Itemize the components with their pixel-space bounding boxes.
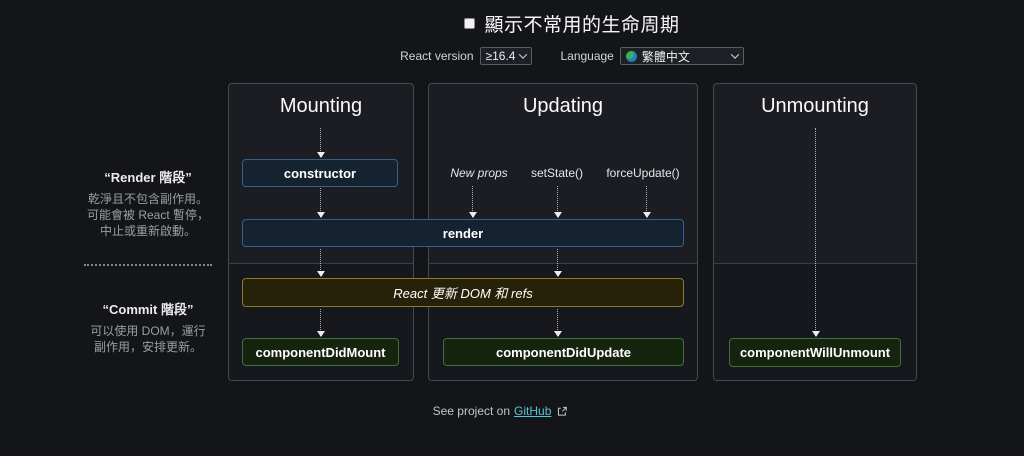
chevron-down-icon bbox=[730, 50, 740, 59]
commit-phase-label: “Commit 階段” 可以使用 DOM，運行 副作用，安排更新。 bbox=[64, 299, 232, 355]
arrow-down bbox=[811, 128, 820, 337]
arrow-down bbox=[553, 309, 562, 337]
toggle-label: 顯示不常用的生命周期 bbox=[484, 15, 680, 36]
arrow-down bbox=[316, 188, 325, 218]
arrow-down bbox=[316, 128, 325, 158]
footer-text: See project on bbox=[432, 404, 511, 418]
commit-phase-desc-line: 可以使用 DOM，運行 bbox=[90, 324, 206, 338]
arrow-down bbox=[316, 249, 325, 277]
component-will-unmount-box[interactable]: componentWillUnmount bbox=[729, 338, 901, 367]
commit-phase-title: “Commit 階段” bbox=[102, 302, 194, 317]
render-phase-desc-line: 中止或重新啟動。 bbox=[99, 224, 196, 238]
controls-row: React version ≥16.4 Language 繁體中文 bbox=[400, 47, 744, 65]
component-did-update-box[interactable]: componentDidUpdate bbox=[443, 338, 684, 366]
arrow-down bbox=[553, 249, 562, 277]
render-phase-label: “Render 階段” 乾淨且不包含副作用。 可能會被 React 暫停， 中止… bbox=[64, 167, 232, 239]
column-title-updating: Updating bbox=[522, 95, 604, 117]
globe-icon bbox=[625, 50, 637, 62]
language-value: 繁體中文 bbox=[641, 49, 690, 64]
render-phase-desc-line: 可能會被 React 暫停， bbox=[86, 208, 210, 222]
render-box[interactable]: render bbox=[242, 219, 684, 247]
phase-labels: “Render 階段” 乾淨且不包含副作用。 可能會被 React 暫停， 中止… bbox=[64, 167, 232, 355]
topbar: 顯示不常用的生命周期 React version ≥16.4 Language … bbox=[228, 10, 916, 65]
arrow-down bbox=[316, 309, 325, 337]
arrow-down bbox=[468, 186, 477, 218]
column-title-unmounting: Unmounting bbox=[761, 95, 869, 117]
react-updates-dom-box: React 更新 DOM 和 refs bbox=[242, 278, 684, 307]
footer: See project on GitHub bbox=[433, 404, 568, 418]
react-version-label: React version bbox=[400, 49, 474, 63]
show-less-common-toggle[interactable]: 顯示不常用的生命周期 bbox=[464, 10, 679, 37]
react-version-select[interactable]: ≥16.4 bbox=[479, 47, 533, 65]
arrow-down bbox=[642, 186, 651, 218]
trigger-forceupdate: forceUpdate() bbox=[606, 166, 680, 180]
checkbox-icon[interactable] bbox=[464, 18, 476, 29]
constructor-box[interactable]: constructor bbox=[242, 159, 398, 187]
commit-phase-desc-line: 副作用，安排更新。 bbox=[93, 340, 202, 354]
component-did-mount-box[interactable]: componentDidMount bbox=[242, 338, 399, 366]
chevron-down-icon bbox=[519, 50, 528, 59]
react-version-value: ≥16.4 bbox=[485, 49, 516, 63]
trigger-new-props: New props bbox=[450, 166, 508, 180]
language-label: Language bbox=[560, 49, 614, 63]
trigger-setstate: setState() bbox=[530, 166, 584, 180]
render-phase-title: “Render 階段” bbox=[104, 170, 192, 185]
language-select[interactable]: 繁體中文 bbox=[619, 47, 744, 65]
arrow-down bbox=[553, 186, 562, 218]
render-phase-desc-line: 乾淨且不包含副作用。 bbox=[87, 192, 208, 206]
column-title-mounting: Mounting bbox=[279, 95, 363, 117]
external-link-icon bbox=[556, 406, 567, 417]
phase-divider bbox=[84, 264, 212, 266]
github-link[interactable]: GitHub bbox=[514, 404, 552, 418]
